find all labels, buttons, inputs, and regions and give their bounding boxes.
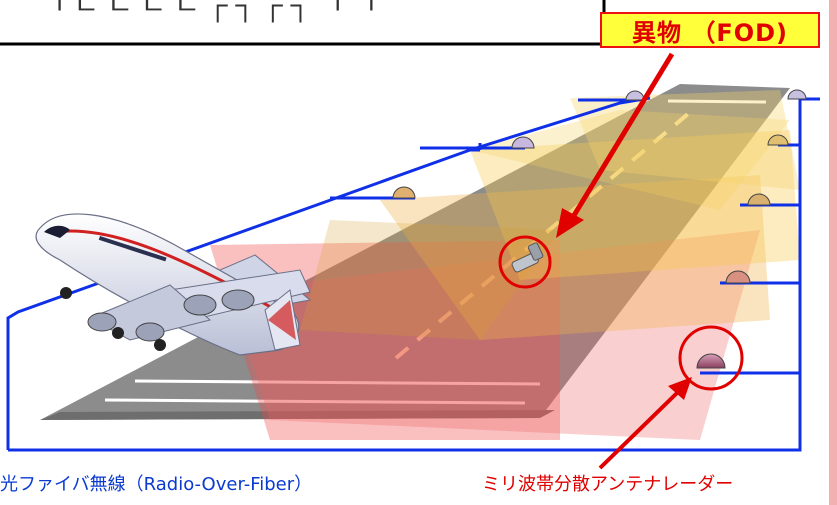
fod-highlight-circle [498,235,552,289]
fiber-network [6,96,820,452]
arrow-to-antenna [598,377,692,470]
right-edge-strip [829,0,837,505]
antenna-highlight-circle [678,325,744,391]
title-banner: ㄱ ㄷ ㄴ ㄷ ㄴ ┌ ┐ ┌ ┐ ㄱ ㄱ [0,0,606,46]
radar-caption: ミリ波帯分散アンテナレーダー [482,474,734,495]
centerline [394,112,690,360]
runway-markings [104,99,767,405]
radar-beams [210,90,800,440]
rof-caption: 光ファイバ無線（Radio-Over-Fiber） [0,474,313,495]
fod-label: 異物 （FOD) [600,12,820,48]
bolt-fod-icon [511,242,544,273]
arrow-to-fod [556,52,675,238]
airplane-icon [35,213,312,356]
svg-text:ㄱ ㄷ ㄴ ㄷ ㄴ ┌ ┐ ┌ ┐ ㄱ ㄱ: ㄱ ㄷ ㄴ ㄷ ㄴ ┌ ┐ ┌ ┐ ㄱ ㄱ [40,0,377,23]
